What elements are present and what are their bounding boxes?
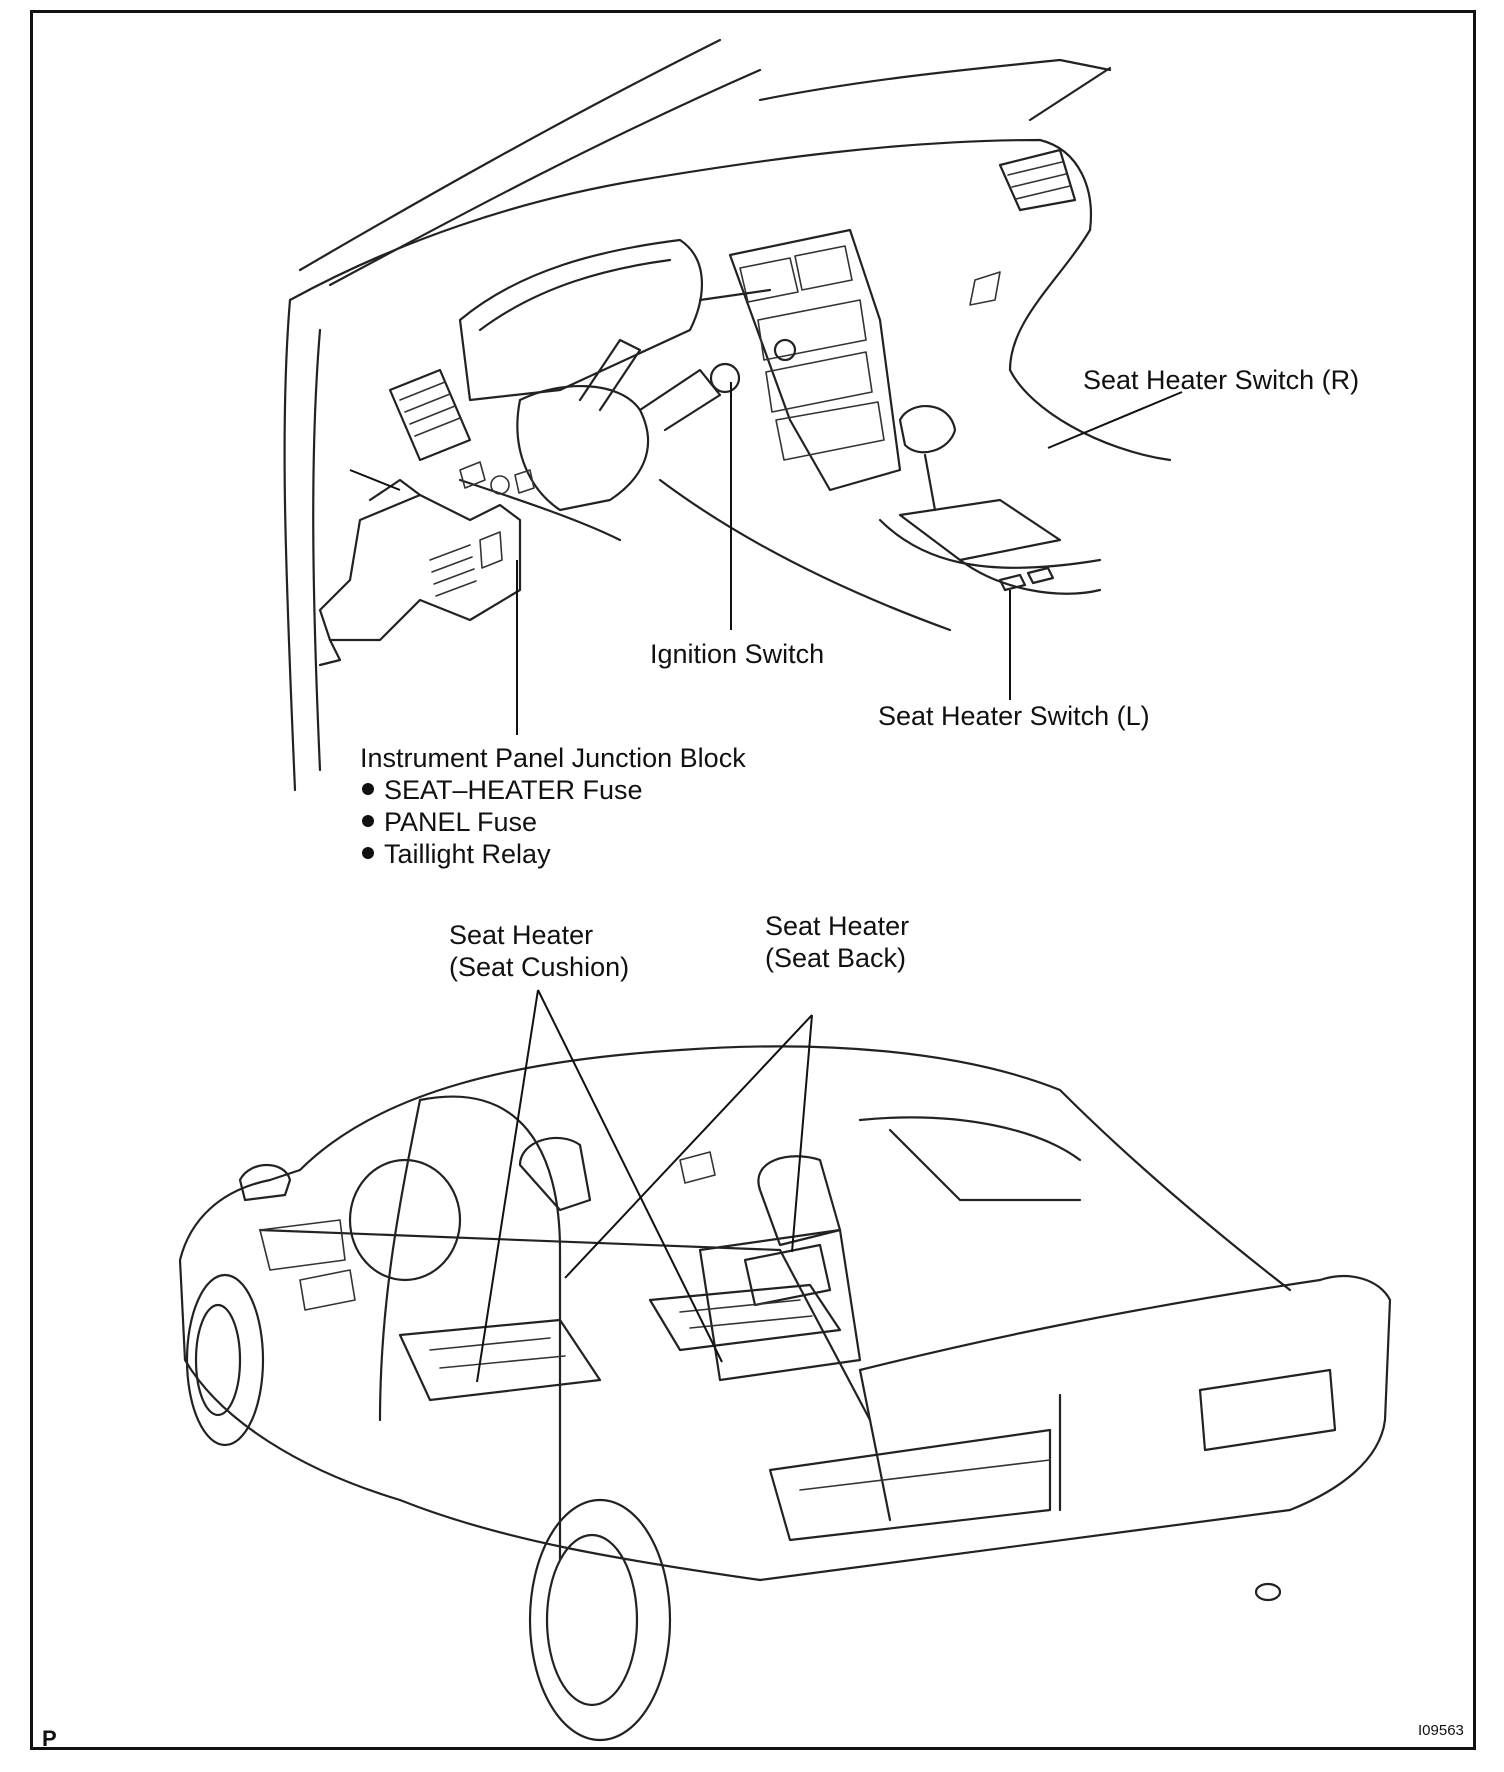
junction-block-item: PANEL Fuse (362, 806, 537, 838)
seat-back-heater-label-line1: Seat Heater (765, 911, 910, 941)
seat-cushion-heater-label-line2: (Seat Cushion) (449, 952, 630, 982)
seat-back-heater-label-line2: (Seat Back) (765, 943, 907, 973)
bullet-icon (362, 847, 374, 859)
bullet-icon (362, 783, 374, 795)
dashboard-drawing (283, 38, 1183, 792)
junction-block-title: Instrument Panel Junction Block (360, 743, 746, 773)
junction-block-item: SEAT–HEATER Fuse (362, 774, 643, 806)
corner-mark: P (42, 1726, 57, 1751)
junction-block-item: Taillight Relay (362, 838, 551, 870)
seat-heater-switch-r-label: Seat Heater Switch (R) (1083, 365, 1360, 395)
seat-heater-switch-l-label: Seat Heater Switch (L) (878, 701, 1150, 731)
bullet-icon (362, 815, 374, 827)
figure-code: I09563 (1418, 1722, 1464, 1739)
car-drawing (178, 989, 1392, 1742)
figure-frame (30, 10, 1476, 1750)
seat-cushion-heater-label-line1: Seat Heater (449, 920, 594, 950)
ignition-switch-label: Ignition Switch (650, 639, 825, 669)
